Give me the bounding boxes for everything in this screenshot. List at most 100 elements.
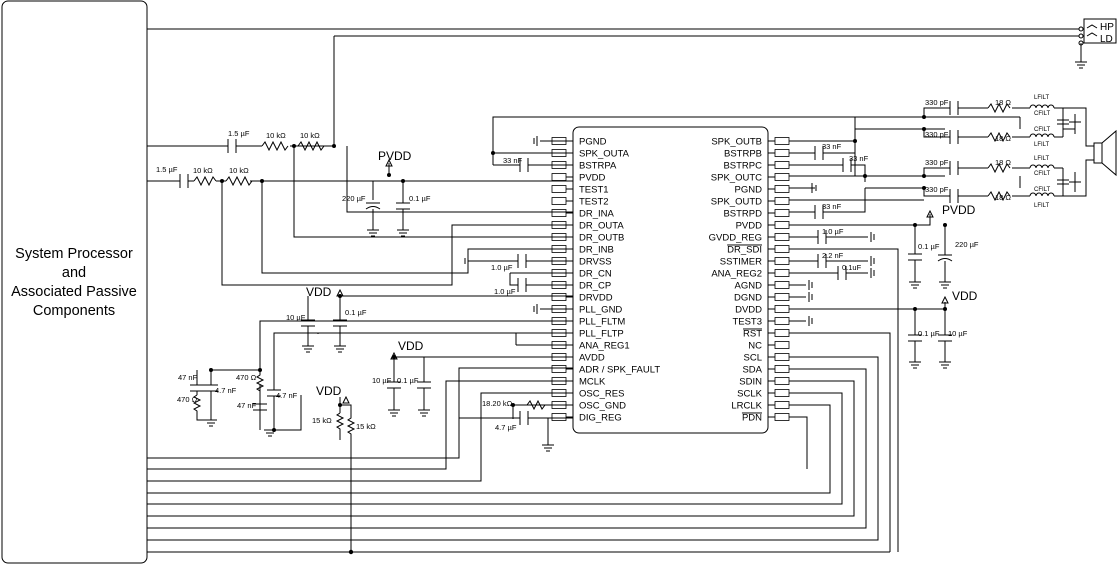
pin-box-right	[774, 149, 790, 157]
pin-label-right: BSTRPC	[723, 161, 762, 172]
pin-box-left	[551, 197, 567, 205]
component-labels: 1.5 µF 10 kΩ 10 kΩ 1.5 µF 10 kΩ 10 kΩ 33…	[156, 95, 1051, 432]
pin-box-right	[774, 329, 790, 337]
inductor-label-3: LFILT	[1034, 156, 1050, 162]
pin-box-right	[774, 317, 790, 325]
pin-label-left: SPK_OUTA	[579, 149, 630, 160]
pin-label-right: AGND	[735, 281, 763, 292]
cfilt-label-2: CFILT	[1034, 127, 1051, 133]
pin-box-left	[551, 209, 567, 217]
pin-box-right	[774, 185, 790, 193]
pin-box-right	[774, 341, 790, 349]
res-15k-b: 15 kΩ	[356, 422, 376, 431]
pin-label-right: DGND	[734, 293, 762, 304]
cap-33n-d: 33 nF	[822, 202, 842, 211]
pin-label-left: ANA_REG1	[579, 341, 630, 352]
inductor-label-1: LFILT	[1034, 95, 1050, 101]
pin-label-left: AVDD	[579, 353, 605, 364]
pin-box-right	[774, 365, 790, 373]
res-18-4: 18 Ω	[995, 193, 1011, 202]
cap-10u-drvdd: 10 µF	[286, 313, 306, 322]
pin-box-left	[551, 413, 567, 421]
jack-ld-label: LD	[1100, 34, 1113, 45]
cap-33n-c: 33 nF	[849, 154, 869, 163]
pin-label-left: OSC_RES	[579, 389, 624, 400]
pin-label-right: RST	[743, 329, 762, 340]
res-10k-4: 10 kΩ	[229, 166, 249, 175]
pin-label-left: DR_CP	[579, 281, 611, 292]
pin-label-right: GVDD_REG	[709, 233, 762, 244]
pin-label-right: BSTRPD	[723, 209, 762, 220]
cap-47n-a: 47 nF	[178, 373, 198, 382]
pin-label-right: PVDD	[736, 221, 763, 232]
res-10k-3: 10 kΩ	[193, 166, 213, 175]
wiring	[147, 101, 1117, 555]
cap-1p0u-drcp: 1.0 µF	[494, 287, 516, 296]
pin-box-right	[774, 269, 790, 277]
pin-label-left: ADR / SPK_FAULT	[579, 365, 660, 376]
cap-0p1u-avdd: 0.1 µF	[397, 376, 419, 385]
pin-label-right: ANA_REG2	[711, 269, 762, 280]
res-15k-a: 15 kΩ	[312, 416, 332, 425]
pin-label-right: SPK_OUTD	[711, 197, 762, 208]
pin-box-right	[774, 377, 790, 385]
right-pin-column: SPK_OUTBBSTRPBBSTRPCSPK_OUTCPGNDSPK_OUTD…	[709, 137, 790, 424]
cap-2p2n: 2.2 nF	[822, 251, 844, 260]
pin-label-right: SDA	[742, 365, 762, 376]
pin-label-left: PVDD	[579, 173, 606, 184]
pin-box-right	[774, 161, 790, 169]
pin-label-left: PGND	[579, 137, 607, 148]
cap-0p1u-dvdd: 0.1 µF	[918, 329, 940, 338]
cap-1p5u-top: 1.5 µF	[228, 129, 250, 138]
cfilt-label-3: CFILT	[1034, 171, 1051, 177]
pin-label-left: PLL_FLTP	[579, 329, 624, 340]
pin-label-right: SPK_OUTC	[711, 173, 762, 184]
cfilt-label-1: CFILT	[1034, 111, 1051, 117]
pin-label-left: OSC_GND	[579, 401, 626, 412]
pin-box-right	[774, 305, 790, 313]
pin-label-right: PGND	[735, 185, 763, 196]
pin-label-right: TEST3	[732, 317, 762, 328]
pin-box-left	[551, 293, 567, 301]
cap-1p0u-gvdd: 1.0 µF	[822, 227, 844, 236]
pin-box-right	[774, 389, 790, 397]
cap-10u-dvdd: 10 µF	[948, 329, 968, 338]
cap-1p0u-drvss: 1.0 µF	[491, 263, 513, 272]
pin-label-left: DR_INB	[579, 245, 614, 256]
pin-box-right	[774, 233, 790, 241]
amplifier-ic-body	[572, 126, 769, 434]
processor-label-line2: and	[62, 265, 86, 281]
processor-label-line3: Associated Passive	[11, 284, 137, 300]
res-18-3: 18 Ω	[995, 158, 1011, 167]
cap-4p7u: 4.7 µF	[495, 423, 517, 432]
cap-330p-2: 330 pF	[925, 130, 949, 139]
pin-label-left: PLL_GND	[579, 305, 622, 316]
pin-box-right	[774, 257, 790, 265]
pin-box-right	[774, 197, 790, 205]
pin-label-left: DR_CN	[579, 269, 612, 280]
pin-label-left: BSTRPA	[579, 161, 617, 172]
pin-box-right	[774, 245, 790, 253]
cap-47n-b: 47 nF	[237, 401, 257, 410]
pin-label-right: LRCLK	[731, 401, 762, 412]
pin-label-left: DIG_REG	[579, 413, 622, 424]
cap-330p-3: 330 pF	[925, 158, 949, 167]
pin-label-right: BSTRPB	[724, 149, 762, 160]
cap-10u-avdd: 10 µF	[372, 376, 392, 385]
pin-label-right: SPK_OUTB	[711, 137, 762, 148]
pin-box-right	[774, 401, 790, 409]
pin-label-left: MCLK	[579, 377, 606, 388]
processor-label-line4: Components	[33, 303, 115, 319]
pin-label-right: SCLK	[737, 389, 762, 400]
cap-330p-4: 330 pF	[925, 185, 949, 194]
vdd-label-drvdd: VDD	[306, 285, 332, 299]
cap-0p1u-pvdd-right: 0.1 µF	[918, 242, 940, 251]
pin-label-left: DR_INA	[579, 209, 615, 220]
pin-label-left: PLL_FLTM	[579, 317, 625, 328]
rail-arrows	[336, 158, 949, 404]
cfilt-label-4: CFILT	[1034, 187, 1051, 193]
inductor-label-2: LFILT	[1034, 142, 1050, 148]
pin-label-right: PDN	[742, 413, 762, 424]
left-pin-column: PGNDSPK_OUTABSTRPAPVDDTEST1TEST2DR_INADR…	[551, 137, 660, 424]
